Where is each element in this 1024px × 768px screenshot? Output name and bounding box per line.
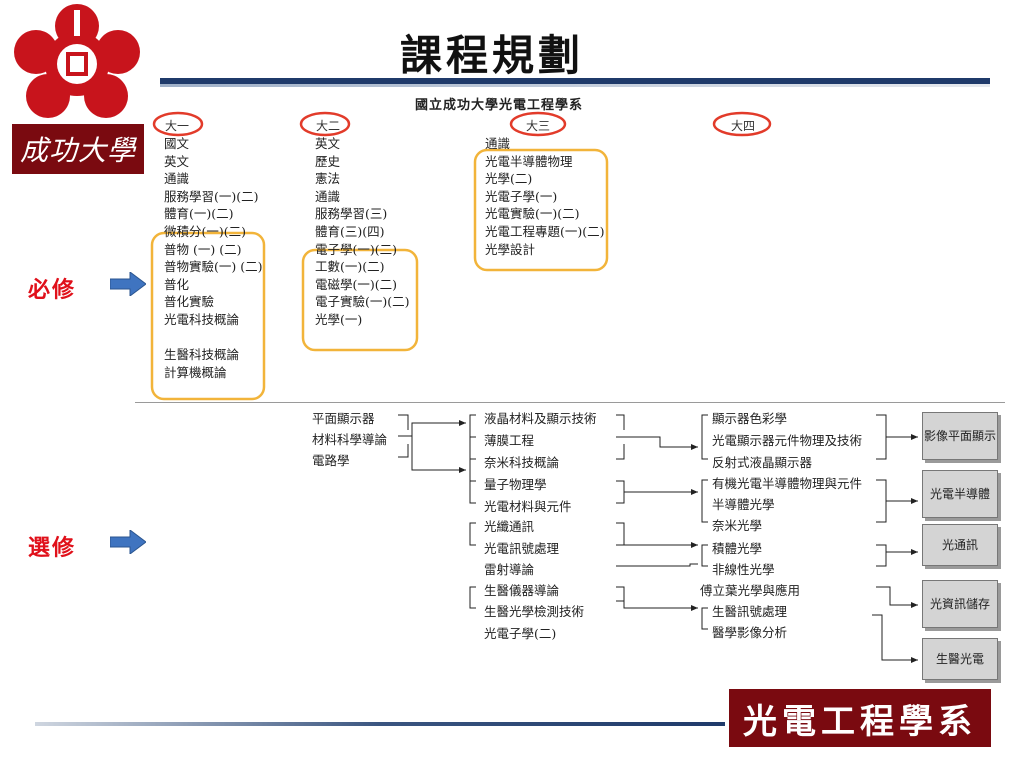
course: 光電子學(一) xyxy=(485,188,558,204)
course: 電子實驗(一)(二) xyxy=(315,294,410,310)
course: 通識 xyxy=(164,171,190,187)
elective-course: 半導體光學 xyxy=(712,497,775,512)
track-box-optical-communication: 光通訊 xyxy=(922,524,998,566)
elective-course: 顯示器色彩學 xyxy=(712,411,788,426)
required-arrow-icon xyxy=(110,272,146,296)
elective-course: 量子物理學 xyxy=(484,477,547,492)
elective-course: 材料科學導論 xyxy=(312,432,388,447)
year1-required-list: 國文 英文 通識 服務學習(一)(二) 體育(一)(二) 微積分(一)(二) 普… xyxy=(164,135,262,381)
track-label: 影像平面顯示 xyxy=(923,429,996,443)
course: 英文 xyxy=(164,153,190,169)
elective-course: 光電顯示器元件物理及技術 xyxy=(712,433,863,448)
track-box-optical-storage: 光資訊儲存 xyxy=(922,580,998,628)
elective-course: 生醫光學檢測技術 xyxy=(484,604,585,619)
elective-course: 平面顯示器 xyxy=(312,411,375,426)
elective-course: 非線性光學 xyxy=(712,562,775,577)
elective-course: 積體光學 xyxy=(712,541,763,556)
course: 電磁學(一)(二) xyxy=(315,276,398,292)
elective-course: 反射式液晶顯示器 xyxy=(712,455,813,470)
university-name-calligraphy: 成功大學 xyxy=(12,124,144,174)
track-label: 生醫光電 xyxy=(935,652,984,666)
department-badge: 光電工程學系 xyxy=(729,689,991,747)
elective-course: 電路學 xyxy=(312,453,350,468)
elective-course: 奈米光學 xyxy=(712,518,763,533)
elective-course: 光電訊號處理 xyxy=(484,541,560,556)
elective-course: 光電子學(二) xyxy=(484,626,557,641)
elective-course: 光電材料與元件 xyxy=(484,499,572,514)
track-box-biomedical: 生醫光電 xyxy=(922,638,998,680)
course: 生醫科技概論 xyxy=(164,347,240,363)
elective-course: 醫學影像分析 xyxy=(712,625,788,640)
course: 電子學(一)(二) xyxy=(315,241,398,257)
course: 計算機概論 xyxy=(164,364,227,380)
course: 光電實驗(一)(二) xyxy=(485,206,580,222)
course: 英文 xyxy=(315,136,341,151)
course: 憲法 xyxy=(315,171,341,187)
track-label: 光電半導體 xyxy=(929,487,990,501)
elective-course: 傅立葉光學與應用 xyxy=(700,583,801,598)
elective-course: 雷射導論 xyxy=(484,562,535,577)
elective-arrow-icon xyxy=(110,530,146,554)
course: 服務學習(三) xyxy=(315,206,388,222)
diagram-subtitle: 國立成功大學光電工程學系 xyxy=(415,98,584,113)
course: 歷史 xyxy=(315,153,341,169)
track-label: 光資訊儲存 xyxy=(929,597,990,611)
required-label: 必修 xyxy=(28,277,77,303)
course: 光學設計 xyxy=(485,241,536,257)
elective-course: 薄膜工程 xyxy=(484,433,535,448)
course: 光學(一) xyxy=(315,311,363,327)
year-header-4: 大四 xyxy=(731,119,756,133)
elective-course: 生醫儀器導論 xyxy=(484,583,560,598)
title-rule xyxy=(160,78,990,88)
course: 光電半導體物理 xyxy=(485,153,573,169)
track-box-semiconductor: 光電半導體 xyxy=(922,470,998,518)
course: 服務學習(一)(二) xyxy=(164,188,259,204)
year-header-2: 大二 xyxy=(316,119,341,133)
course: 工數(一)(二) xyxy=(315,259,385,275)
section-divider xyxy=(135,402,1005,403)
course: 微積分(一)(二) xyxy=(164,223,247,239)
elective-course: 奈米科技概論 xyxy=(484,455,560,470)
elective-course: 有機光電半導體物理與元件 xyxy=(712,476,863,491)
course: 通識 xyxy=(485,136,511,151)
course: 通識 xyxy=(315,188,341,204)
track-label: 光通訊 xyxy=(941,538,978,552)
elective-course: 光纖通訊 xyxy=(484,519,535,534)
course: 光電工程專題(一)(二) xyxy=(485,223,605,239)
year2-required-list: 英文 歷史 憲法 通識 服務學習(三) 體育(三)(四) 電子學(一)(二) 工… xyxy=(315,135,410,329)
course: 體育(三)(四) xyxy=(315,223,385,239)
track-box-display: 影像平面顯示 xyxy=(922,412,998,460)
course: 國文 xyxy=(164,136,190,151)
course: 普化 xyxy=(164,276,190,292)
course: 體育(一)(二) xyxy=(164,206,234,222)
university-logo xyxy=(14,4,140,118)
course: 普化實驗 xyxy=(164,294,215,310)
course: 普物 (一) (二) xyxy=(164,241,242,257)
page-title: 課程規劃 xyxy=(400,31,585,80)
footer-rule xyxy=(35,722,725,726)
elective-course: 生醫訊號處理 xyxy=(712,604,788,619)
course: 普物實驗(一) (二) xyxy=(164,259,263,275)
year-header-3: 大三 xyxy=(526,119,551,133)
course-spacer xyxy=(164,329,262,347)
year3-required-list: 通識 光電半導體物理 光學(二) 光電子學(一) 光電實驗(一)(二) 光電工程… xyxy=(485,135,605,258)
course: 光電科技概論 xyxy=(164,311,240,327)
elective-course: 液晶材料及顯示技術 xyxy=(484,411,597,426)
course: 光學(二) xyxy=(485,171,533,187)
elective-label: 選修 xyxy=(28,535,77,561)
year-header-1: 大一 xyxy=(165,119,190,133)
